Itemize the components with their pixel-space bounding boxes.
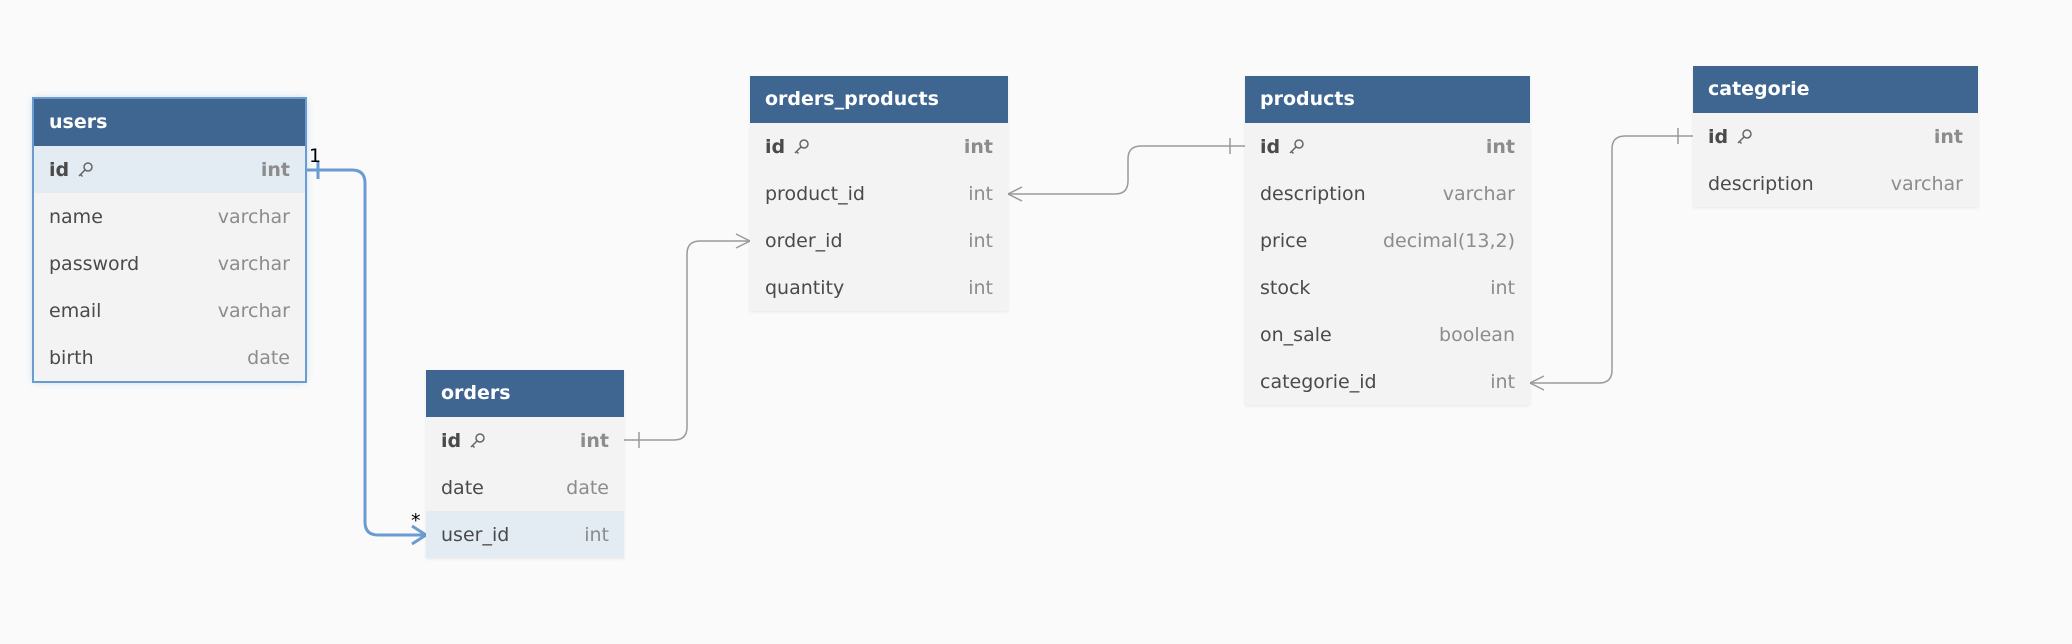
field-name: user_id xyxy=(441,523,510,546)
field-row[interactable]: categorie_id int xyxy=(1245,358,1530,405)
table-categorie[interactable]: categorie id int description varchar xyxy=(1693,66,1978,207)
key-icon xyxy=(78,161,93,177)
field-row[interactable]: order_id int xyxy=(750,217,1008,264)
field-type: int xyxy=(968,276,993,299)
field-name: id xyxy=(765,135,786,158)
cardinality-many: * xyxy=(411,510,421,532)
table-users[interactable]: users id int name varchar password varch… xyxy=(32,97,307,383)
field-row[interactable]: quantity int xyxy=(750,264,1008,311)
field-name: id xyxy=(1260,135,1281,158)
field-name: password xyxy=(49,252,140,275)
field-name: order_id xyxy=(765,229,843,252)
field-type: int xyxy=(968,182,993,205)
field-name: birth xyxy=(49,346,94,369)
field-type: int xyxy=(1933,125,1963,148)
field-type: int xyxy=(584,523,609,546)
key-icon xyxy=(794,138,809,154)
field-name: id xyxy=(49,158,70,181)
field-row[interactable]: product_id int xyxy=(750,170,1008,217)
field-row[interactable]: on_sale boolean xyxy=(1245,311,1530,358)
table-header[interactable]: categorie xyxy=(1693,66,1978,113)
key-icon xyxy=(1289,138,1304,154)
field-row[interactable]: email varchar xyxy=(34,287,305,334)
field-name: description xyxy=(1708,172,1814,195)
field-name: id xyxy=(1708,125,1729,148)
field-type: int xyxy=(963,135,993,158)
field-type: varchar xyxy=(217,252,290,275)
field-name: stock xyxy=(1260,276,1311,299)
field-name: categorie_id xyxy=(1260,370,1377,393)
field-name: price xyxy=(1260,229,1308,252)
field-type: int xyxy=(1490,370,1515,393)
field-name: email xyxy=(49,299,102,322)
field-name: quantity xyxy=(765,276,845,299)
field-row[interactable]: price decimal(13,2) xyxy=(1245,217,1530,264)
field-row[interactable]: id int xyxy=(1693,113,1978,160)
table-header[interactable]: users xyxy=(34,99,305,146)
field-type: varchar xyxy=(217,205,290,228)
field-row[interactable]: description varchar xyxy=(1245,170,1530,217)
field-name: id xyxy=(441,429,462,452)
table-orders-products[interactable]: orders_products id int product_id int or… xyxy=(750,76,1008,311)
field-type: varchar xyxy=(1890,172,1963,195)
field-row[interactable]: password varchar xyxy=(34,240,305,287)
field-row[interactable]: birth date xyxy=(34,334,305,381)
key-icon xyxy=(470,432,485,448)
edge-users-orders[interactable] xyxy=(307,161,427,546)
field-row[interactable]: id int xyxy=(34,146,305,193)
field-type: int xyxy=(1490,276,1515,299)
field-name: on_sale xyxy=(1260,323,1332,346)
field-type: int xyxy=(1485,135,1515,158)
field-row[interactable]: date date xyxy=(426,464,624,511)
field-type: date xyxy=(566,476,609,499)
table-products[interactable]: products id int description varchar pric… xyxy=(1245,76,1530,405)
field-name: name xyxy=(49,205,103,228)
field-type: int xyxy=(260,158,290,181)
field-name: product_id xyxy=(765,182,865,205)
field-row[interactable]: user_id int xyxy=(426,511,624,558)
cardinality-one: 1 xyxy=(309,145,322,167)
table-header[interactable]: orders_products xyxy=(750,76,1008,123)
table-orders[interactable]: orders id int date date user_id int xyxy=(426,370,624,558)
field-type: boolean xyxy=(1439,323,1515,346)
field-type: varchar xyxy=(1442,182,1515,205)
key-icon xyxy=(1737,128,1752,144)
field-row[interactable]: id int xyxy=(1245,123,1530,170)
field-row[interactable]: id int xyxy=(750,123,1008,170)
edge-categorie-products[interactable] xyxy=(1529,128,1693,391)
edge-products-orders-products[interactable] xyxy=(1007,138,1245,202)
field-type: date xyxy=(247,346,290,369)
field-type: int xyxy=(579,429,609,452)
field-row[interactable]: id int xyxy=(426,417,624,464)
field-type: int xyxy=(968,229,993,252)
field-type: varchar xyxy=(217,299,290,322)
field-row[interactable]: description varchar xyxy=(1693,160,1978,207)
field-name: description xyxy=(1260,182,1366,205)
field-row[interactable]: name varchar xyxy=(34,193,305,240)
field-name: date xyxy=(441,476,484,499)
table-header[interactable]: products xyxy=(1245,76,1530,123)
field-type: decimal(13,2) xyxy=(1382,229,1515,252)
table-header[interactable]: orders xyxy=(426,370,624,417)
edge-orders-orders-products[interactable] xyxy=(624,233,751,448)
field-row[interactable]: stock int xyxy=(1245,264,1530,311)
